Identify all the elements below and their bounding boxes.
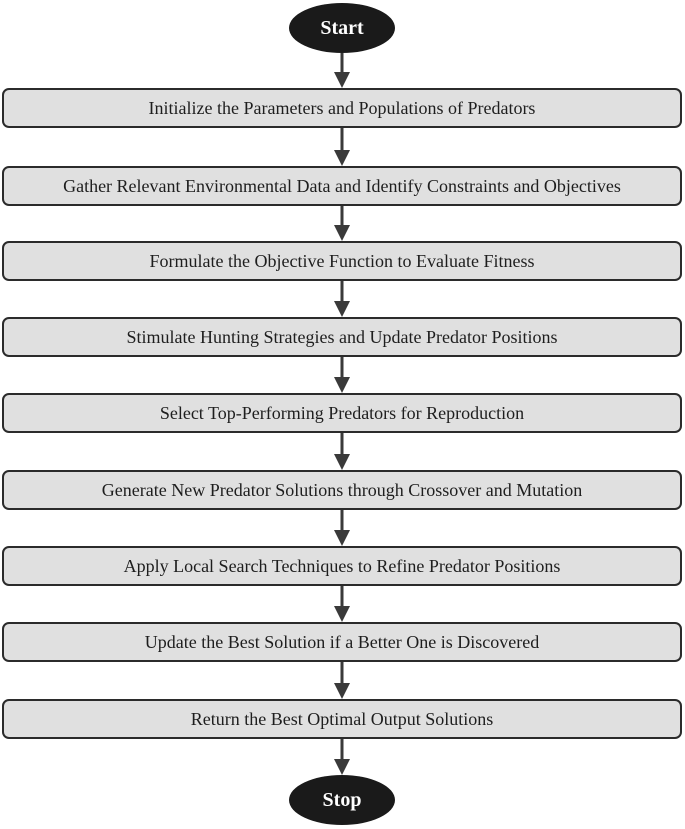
- start-terminal: Start: [289, 3, 395, 53]
- step-label: Select Top-Performing Predators for Repr…: [159, 402, 525, 423]
- step-label: Update the Best Solution if a Better One…: [144, 631, 540, 652]
- stop-label: Stop: [322, 788, 362, 811]
- arrow-head: [334, 377, 350, 393]
- step-update-best-solution: Update the Best Solution if a Better One…: [2, 622, 682, 662]
- step-label: Gather Relevant Environmental Data and I…: [63, 175, 621, 196]
- step-formulate-objective-function: Formulate the Objective Function to Eval…: [2, 241, 682, 281]
- arrow-head: [334, 683, 350, 699]
- step-label: Generate New Predator Solutions through …: [101, 479, 583, 500]
- step-gather-environmental-data: Gather Relevant Environmental Data and I…: [2, 166, 682, 206]
- start-label: Start: [320, 16, 364, 39]
- step-label: Formulate the Objective Function to Eval…: [149, 250, 535, 271]
- arrow-head: [334, 530, 350, 546]
- step-stimulate-hunting-strategies: Stimulate Hunting Strategies and Update …: [2, 317, 682, 357]
- step-generate-new-solutions: Generate New Predator Solutions through …: [2, 470, 682, 510]
- flow-arrow: [334, 206, 350, 241]
- stop-terminal: Stop: [289, 775, 395, 825]
- flow-arrow: [334, 281, 350, 317]
- arrow-head: [334, 150, 350, 166]
- arrow-head: [334, 454, 350, 470]
- step-label: Apply Local Search Techniques to Refine …: [123, 555, 561, 576]
- arrow-head: [334, 301, 350, 317]
- step-select-top-predators: Select Top-Performing Predators for Repr…: [2, 393, 682, 433]
- step-label: Initialize the Parameters and Population…: [148, 97, 536, 118]
- step-apply-local-search: Apply Local Search Techniques to Refine …: [2, 546, 682, 586]
- flow-arrow: [334, 739, 350, 775]
- flow-arrow: [334, 662, 350, 699]
- arrow-head: [334, 72, 350, 88]
- flow-arrow: [334, 53, 350, 88]
- step-initialize-parameters: Initialize the Parameters and Population…: [2, 88, 682, 128]
- flow-arrow: [334, 586, 350, 622]
- flow-arrow: [334, 128, 350, 166]
- flow-arrow: [334, 357, 350, 393]
- arrow-head: [334, 225, 350, 241]
- step-label: Return the Best Optimal Output Solutions: [190, 708, 494, 729]
- arrow-head: [334, 606, 350, 622]
- flow-arrow: [334, 433, 350, 470]
- arrow-head: [334, 759, 350, 775]
- step-return-best-solutions: Return the Best Optimal Output Solutions: [2, 699, 682, 739]
- step-label: Stimulate Hunting Strategies and Update …: [126, 326, 558, 347]
- flow-arrow: [334, 510, 350, 546]
